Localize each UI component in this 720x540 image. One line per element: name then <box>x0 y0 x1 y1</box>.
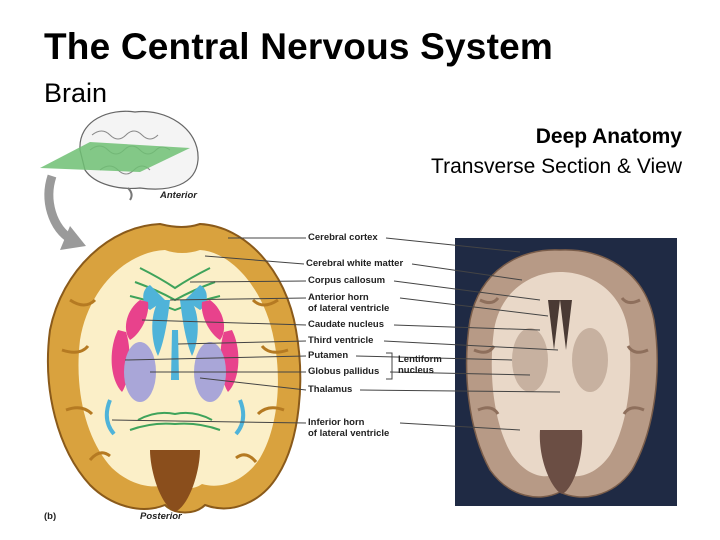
arrow-icon <box>44 174 86 250</box>
label-third-ventricle: Third ventricle <box>308 335 374 346</box>
brain-photo <box>455 238 677 506</box>
label-inferior-horn: Inferior horn <box>308 417 365 428</box>
leader-lines <box>111 237 561 431</box>
slide-subtitle: Brain <box>44 78 108 108</box>
label-thalamus: Thalamus <box>308 384 353 395</box>
section-title: Deep Anatomy <box>535 125 682 148</box>
panel-label: (b) <box>44 511 57 522</box>
label-inferior-horn-2: of lateral ventricle <box>308 428 390 439</box>
slide-title: The Central Nervous System <box>44 26 553 67</box>
label-lentiform: Lentiform <box>398 354 442 365</box>
posterior-label: Posterior <box>140 511 182 522</box>
label-anterior-horn: Anterior horn <box>308 292 369 303</box>
label-lentiform-2: nucleus <box>398 365 434 376</box>
illustrated-brain-section <box>47 222 302 514</box>
section-subtitle: Transverse Section & View <box>431 155 682 178</box>
label-cerebral-cortex: Cerebral cortex <box>308 232 378 243</box>
label-putamen: Putamen <box>308 350 349 361</box>
label-corpus-callosum: Corpus callosum <box>308 275 386 286</box>
section-plane-icon <box>40 142 190 172</box>
label-cerebral-white-matter: Cerebral white matter <box>306 258 404 269</box>
label-anterior-horn-2: of lateral ventricle <box>308 303 390 314</box>
label-globus-pallidus: Globus pallidus <box>308 366 380 377</box>
anterior-label: Anterior <box>160 190 197 201</box>
label-caudate-nucleus: Caudate nucleus <box>308 319 385 330</box>
